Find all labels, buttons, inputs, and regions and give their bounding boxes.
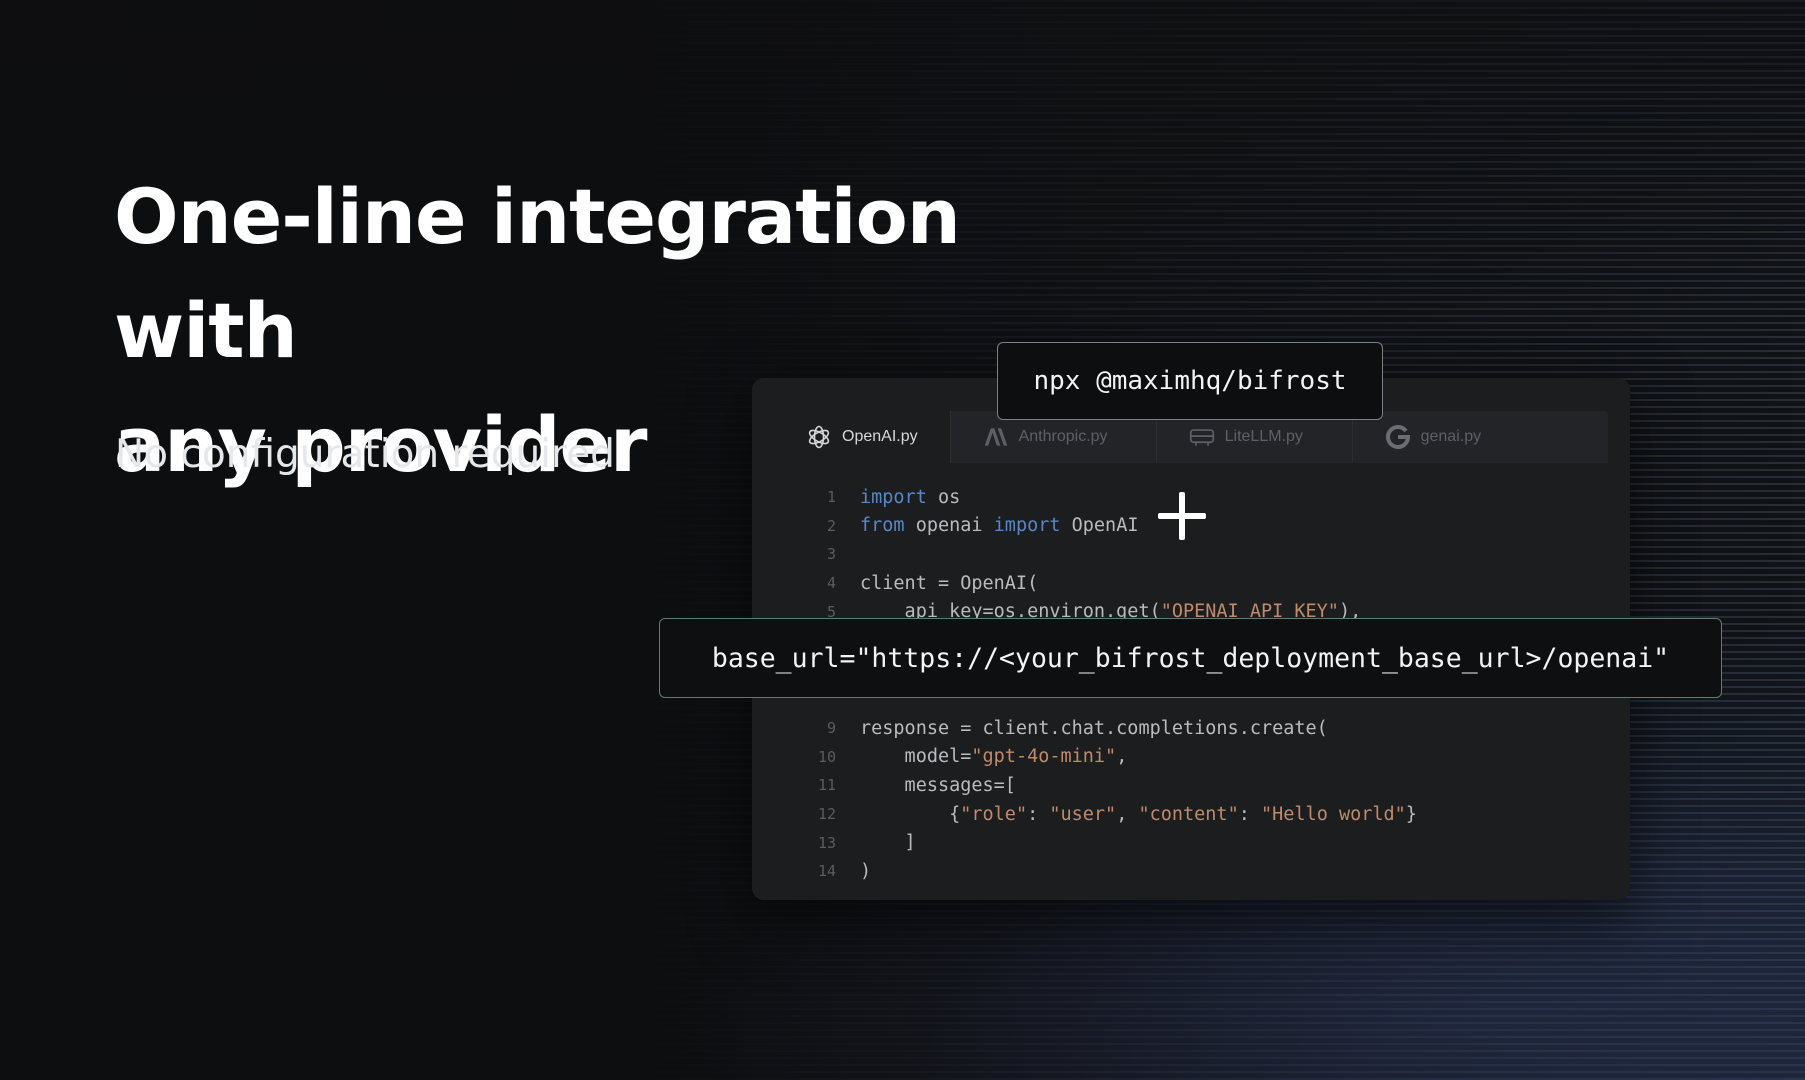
title-line-2: any provider — [114, 400, 648, 489]
code-line: 11 messages=[ — [774, 771, 1608, 800]
line-number: 13 — [817, 833, 836, 852]
code-line: 2 from openai import OpenAI — [774, 512, 1608, 541]
tab-openai[interactable]: OpenAI.py — [774, 411, 951, 463]
tab-label: LiteLLM.py — [1224, 428, 1303, 445]
code-line: 4 client = OpenAI( — [774, 569, 1608, 598]
code-block: 1 import os 2 from openai import OpenAI … — [774, 483, 1608, 886]
code-line: 14 ) — [774, 857, 1608, 886]
code-line: 10 model="gpt-4o-mini", — [774, 743, 1608, 772]
code-line: 13 ] — [774, 828, 1608, 857]
tab-label: genai.py — [1420, 428, 1482, 445]
line-number: 10 — [817, 747, 836, 766]
tab-label: Anthropic.py — [1018, 428, 1108, 445]
tab-anthropic[interactable]: Anthropic.py — [951, 411, 1157, 463]
line-number: 12 — [817, 805, 836, 824]
base-url-snippet[interactable]: base_url="https://<your_bifrost_deployme… — [659, 618, 1722, 698]
litellm-icon — [1189, 424, 1215, 450]
line-number: 9 — [826, 719, 836, 738]
code-line: 1 import os — [774, 483, 1608, 512]
anthropic-icon — [983, 424, 1009, 450]
file-tabs: OpenAI.py Anthropic.py LiteLLM.py — [774, 411, 1608, 463]
code-line: 12 {"role": "user", "content": "Hello wo… — [774, 800, 1608, 829]
tab-label: OpenAI.py — [842, 428, 918, 445]
google-icon — [1385, 424, 1411, 450]
page-title: One-line integration with any provider — [114, 160, 1134, 502]
line-number: 11 — [817, 776, 836, 795]
code-line: 9 response = client.chat.completions.cre… — [774, 714, 1608, 743]
title-line-1: One-line integration with — [114, 172, 961, 375]
line-number: 5 — [826, 602, 836, 621]
line-number: 2 — [826, 516, 836, 535]
plus-icon — [1158, 492, 1206, 540]
openai-icon — [806, 424, 832, 450]
install-command[interactable]: npx @maximhq/bifrost — [997, 342, 1383, 420]
code-line: 3 — [774, 540, 1608, 569]
line-number: 3 — [826, 545, 836, 564]
subtitle: No configuration required — [115, 432, 615, 477]
line-number: 1 — [826, 488, 836, 507]
code-line: 5 api_key=os.environ.get("OPENAI_API_KEY… — [774, 597, 1608, 626]
line-number: 4 — [826, 574, 836, 593]
line-number: 14 — [817, 862, 836, 881]
tab-litellm[interactable]: LiteLLM.py — [1157, 411, 1353, 463]
tab-genai[interactable]: genai.py — [1353, 411, 1514, 463]
